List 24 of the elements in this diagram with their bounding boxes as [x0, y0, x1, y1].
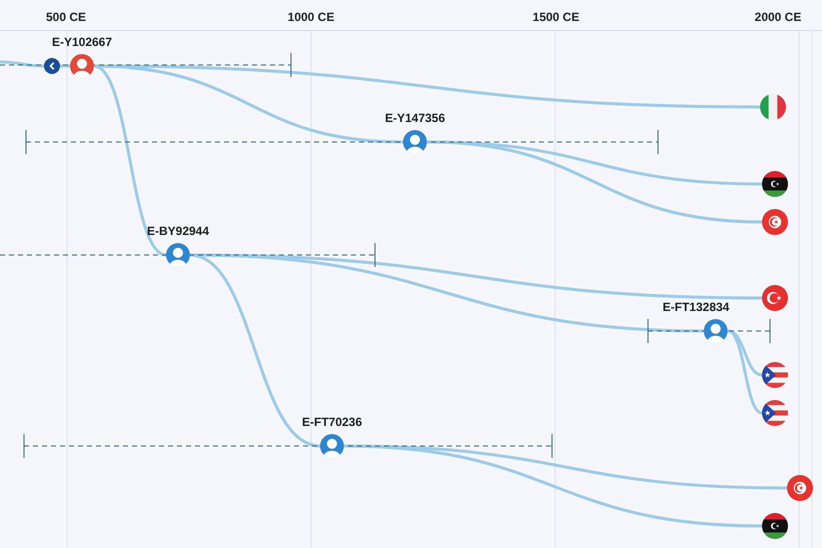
axis-label: 2000 CE: [754, 10, 802, 24]
branch-line: [726, 330, 764, 414]
libya-flag-icon: [762, 171, 788, 197]
tunisia-flag-icon: [787, 475, 813, 501]
puerto-rico-flag-icon: [762, 362, 788, 388]
node-label: E-BY92944: [146, 224, 210, 238]
node-label: E-FT70236: [302, 415, 362, 429]
branch-line: [58, 64, 72, 68]
branch-line: [0, 60, 46, 68]
branch-line: [92, 64, 168, 256]
node-label: E-FT132834: [662, 300, 730, 314]
axis-label: 1500 CE: [532, 10, 580, 24]
axis-label: 1000 CE: [288, 10, 334, 24]
branch-line: [726, 330, 764, 376]
axis-label: 500 CE: [46, 10, 86, 24]
tunisia-flag-icon: [762, 209, 788, 235]
italy-flag-icon: [760, 94, 786, 120]
branch-line: [188, 254, 322, 448]
puerto-rico-flag-icon: [762, 400, 788, 426]
node-label: E-Y147356: [384, 111, 446, 125]
turkey-flag-icon: [762, 285, 788, 311]
node-label: E-Y102667: [52, 35, 112, 49]
libya-flag-icon: [762, 513, 788, 539]
back-icon: [44, 58, 60, 74]
